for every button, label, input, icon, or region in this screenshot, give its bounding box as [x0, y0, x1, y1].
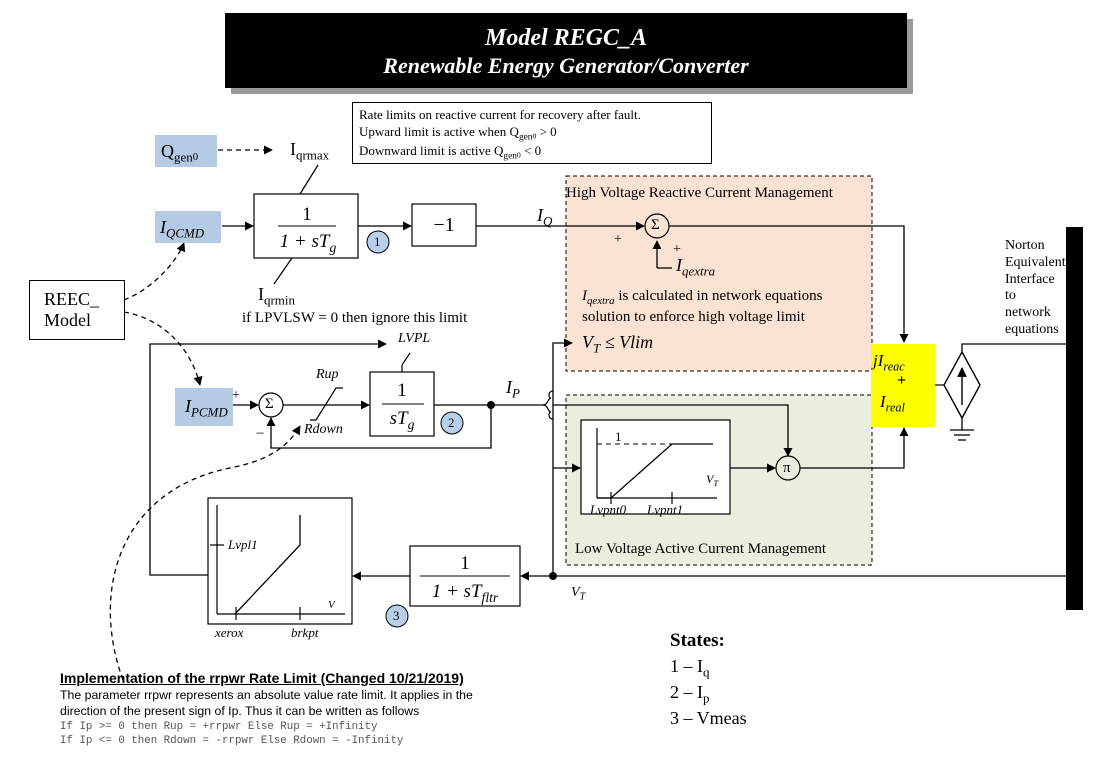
hv-note-line-2: solution to enforce high voltage limit — [582, 309, 805, 325]
ip-integrator-num: 1 — [397, 380, 407, 401]
wire-crossover — [542, 390, 554, 406]
ip-sum-symbol: Σ — [265, 396, 274, 412]
jireac-label: jIreac — [873, 351, 905, 374]
implementation-code-1: If Ip >= 0 then Rup = +rrpwr Else Rup = … — [60, 721, 378, 733]
hv-sum-plus-bottom: + — [673, 242, 681, 257]
lpvlsw-note: if LPVLSW = 0 then ignore this limit — [242, 310, 468, 326]
note-line-3: Downward limit is active Qgen0 < 0 — [359, 143, 542, 162]
state-item-2: 2 – Ip — [670, 682, 710, 706]
vt-label: VT — [571, 585, 586, 603]
pi-out-wire — [800, 427, 909, 469]
rdown-label: Rdown — [304, 422, 343, 437]
lvpl-graph-frame — [207, 497, 353, 625]
vt-node — [549, 572, 557, 580]
lv-graph-frame — [580, 419, 731, 515]
hv-region-title: High Voltage Reactive Current Management — [566, 185, 833, 201]
xerox-label: xerox — [215, 625, 244, 640]
vmeas-num: 1 — [460, 553, 470, 574]
hv-out-wire — [669, 225, 909, 343]
rate-limit-symbol — [310, 387, 343, 421]
state-1-circle — [366, 230, 390, 254]
state-1-label: 1 — [374, 234, 381, 249]
pi-symbol: π — [783, 460, 791, 476]
output-box — [871, 344, 935, 427]
output-plus: + — [897, 372, 907, 389]
iqcmd-input: IQCMD — [155, 211, 221, 243]
state-2-circle — [440, 411, 464, 435]
title-box — [225, 13, 907, 88]
ip-to-pi-wire — [553, 404, 793, 457]
lvpnt0-label: Lvpnt0 — [590, 502, 627, 517]
title-line-2: Renewable Energy Generator/Converter — [383, 53, 749, 78]
norton-label: Norton Equivalent Interface to network e… — [1005, 238, 1066, 337]
neg-one-block-frame — [411, 203, 477, 247]
qgen-input: Qgen0 — [155, 135, 217, 167]
iqrmax-limit-line — [299, 164, 319, 195]
lvpl-feedback-wire — [149, 339, 387, 576]
brkpt-label: brkpt — [291, 625, 319, 640]
hv-sum-symbol: Σ — [651, 217, 660, 233]
implementation-heading: Implementation of the rrpwr Rate Limit (… — [60, 670, 464, 686]
title-line-1: Model REGC_A — [484, 25, 648, 51]
hv-note-line-1: Iqextra is calculated in network equatio… — [582, 288, 823, 307]
implementation-pointer — [109, 425, 301, 681]
vmeas-den: 1 + sTfltr — [431, 581, 499, 605]
lv-graph-vt-label: VT — [706, 472, 719, 489]
iqrmax-label: Iqrmax — [290, 139, 330, 163]
implementation-line-1: The parameter rrpwr represents an absolu… — [60, 688, 473, 702]
state-3-label: 3 — [393, 608, 400, 623]
state-3-circle — [385, 604, 409, 628]
iqextra-label: Iqextra — [676, 255, 716, 279]
state-2-label: 2 — [448, 415, 455, 430]
rate-limit-note-box: Rate limits on reactive current for reco… — [352, 102, 712, 164]
lvpl-limit-line — [401, 352, 411, 372]
norton-bus — [1066, 227, 1083, 610]
vt-vlim-label: VT ≤ Vlim — [582, 332, 654, 356]
ip-integrator-den: sTg — [389, 408, 415, 432]
note-line-2: Upward limit is active when Qgen0 > 0 — [359, 123, 557, 143]
source-to-bus-wire — [961, 343, 1066, 352]
lvpl-label: LVPL — [398, 331, 431, 346]
lv-region-title: Low Voltage Active Current Management — [575, 541, 827, 557]
ip-sum-plus: + — [232, 388, 240, 403]
implementation-line-2: direction of the present sign of Ip. Thu… — [60, 704, 420, 718]
iq-label: IQ — [537, 205, 553, 229]
iq-lag-num: 1 — [302, 204, 312, 225]
wire-crossover-2 — [542, 404, 554, 420]
state-item-1: 1 – Iq — [670, 656, 710, 680]
lvpl-graph-v-label: V — [328, 599, 335, 611]
lv-graph-one-label: 1 — [615, 429, 622, 444]
rup-label: Rup — [316, 367, 339, 382]
reec-to-ipcmd — [123, 311, 203, 386]
ireal-label: Ireal — [880, 392, 905, 415]
ip-feedback-wire — [266, 405, 492, 449]
hv-region — [565, 175, 873, 372]
lv-graph-curve — [597, 443, 713, 499]
iq-lag-den: 1 + sTg — [279, 231, 337, 255]
neg-one-label: −1 — [433, 214, 455, 236]
iqrmin-label: Iqrmin — [258, 284, 295, 308]
state-item-3: 3 – Vmeas — [670, 708, 747, 728]
lvpnt1-label: Lvpnt1 — [647, 502, 684, 517]
reec-to-iqcmd — [123, 242, 186, 301]
lvpl-graph-curve — [234, 515, 301, 615]
hv-sum-plus-left: + — [614, 232, 622, 247]
reec-model-box: REEC_ Model — [29, 280, 125, 340]
lvpl1-label: Lvpl1 — [228, 537, 258, 552]
implementation-code-2: If Ip <= 0 then Rdown = -rrpwr Else Rdow… — [60, 735, 404, 747]
iqrmin-limit-line — [273, 257, 293, 285]
ip-label: IP — [506, 377, 520, 401]
states-heading: States: — [670, 630, 725, 651]
note-line-1: Rate limits on reactive current for reco… — [359, 107, 641, 122]
ipcmd-input: IPCMD — [175, 388, 233, 426]
ip-sum-minus: − — [256, 426, 265, 442]
vt-up-wire — [552, 338, 573, 576]
